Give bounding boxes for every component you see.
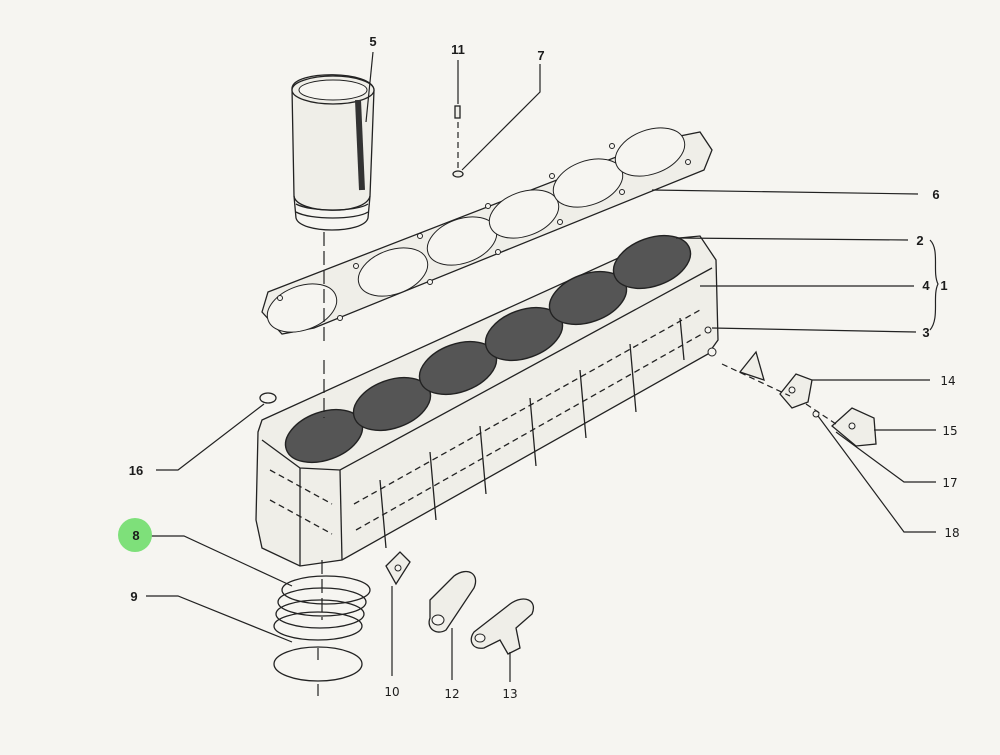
callout-14: 14 [940, 374, 955, 388]
callout-7: 7 [537, 48, 544, 63]
callout-17: 17 [942, 476, 957, 490]
callout-12: 12 [444, 687, 459, 701]
callout-8: 8 [132, 528, 139, 543]
callout-11: 11 [451, 42, 465, 57]
water-elbow [428, 571, 477, 633]
liner-sealing-rings [273, 575, 371, 696]
callout-4: 4 [922, 278, 930, 293]
callout-5: 5 [369, 34, 376, 49]
callout-1: 1 [940, 278, 947, 293]
small-o-ring [259, 392, 277, 404]
callout-3: 3 [922, 325, 929, 340]
bracket-15 [831, 407, 877, 447]
callout-8-highlight [118, 518, 152, 552]
callout-9: 9 [130, 589, 137, 604]
dowel-pin [452, 105, 464, 178]
callout-18: 18 [944, 526, 959, 540]
callout-15: 15 [942, 424, 957, 438]
callout-10: 10 [384, 685, 399, 699]
callout-6: 6 [932, 187, 939, 202]
bracket-14 [779, 373, 813, 409]
front-gasket [385, 551, 411, 586]
cylinder-liner [291, 74, 375, 231]
head-gasket [261, 127, 713, 335]
water-pipe-connector [470, 598, 534, 655]
cylinder-block [255, 234, 719, 567]
leader-lines [146, 51, 939, 682]
callout-2: 2 [916, 233, 923, 248]
callout-13: 13 [502, 687, 517, 701]
rear-gasket [738, 350, 765, 382]
callout-16: 16 [129, 463, 143, 478]
